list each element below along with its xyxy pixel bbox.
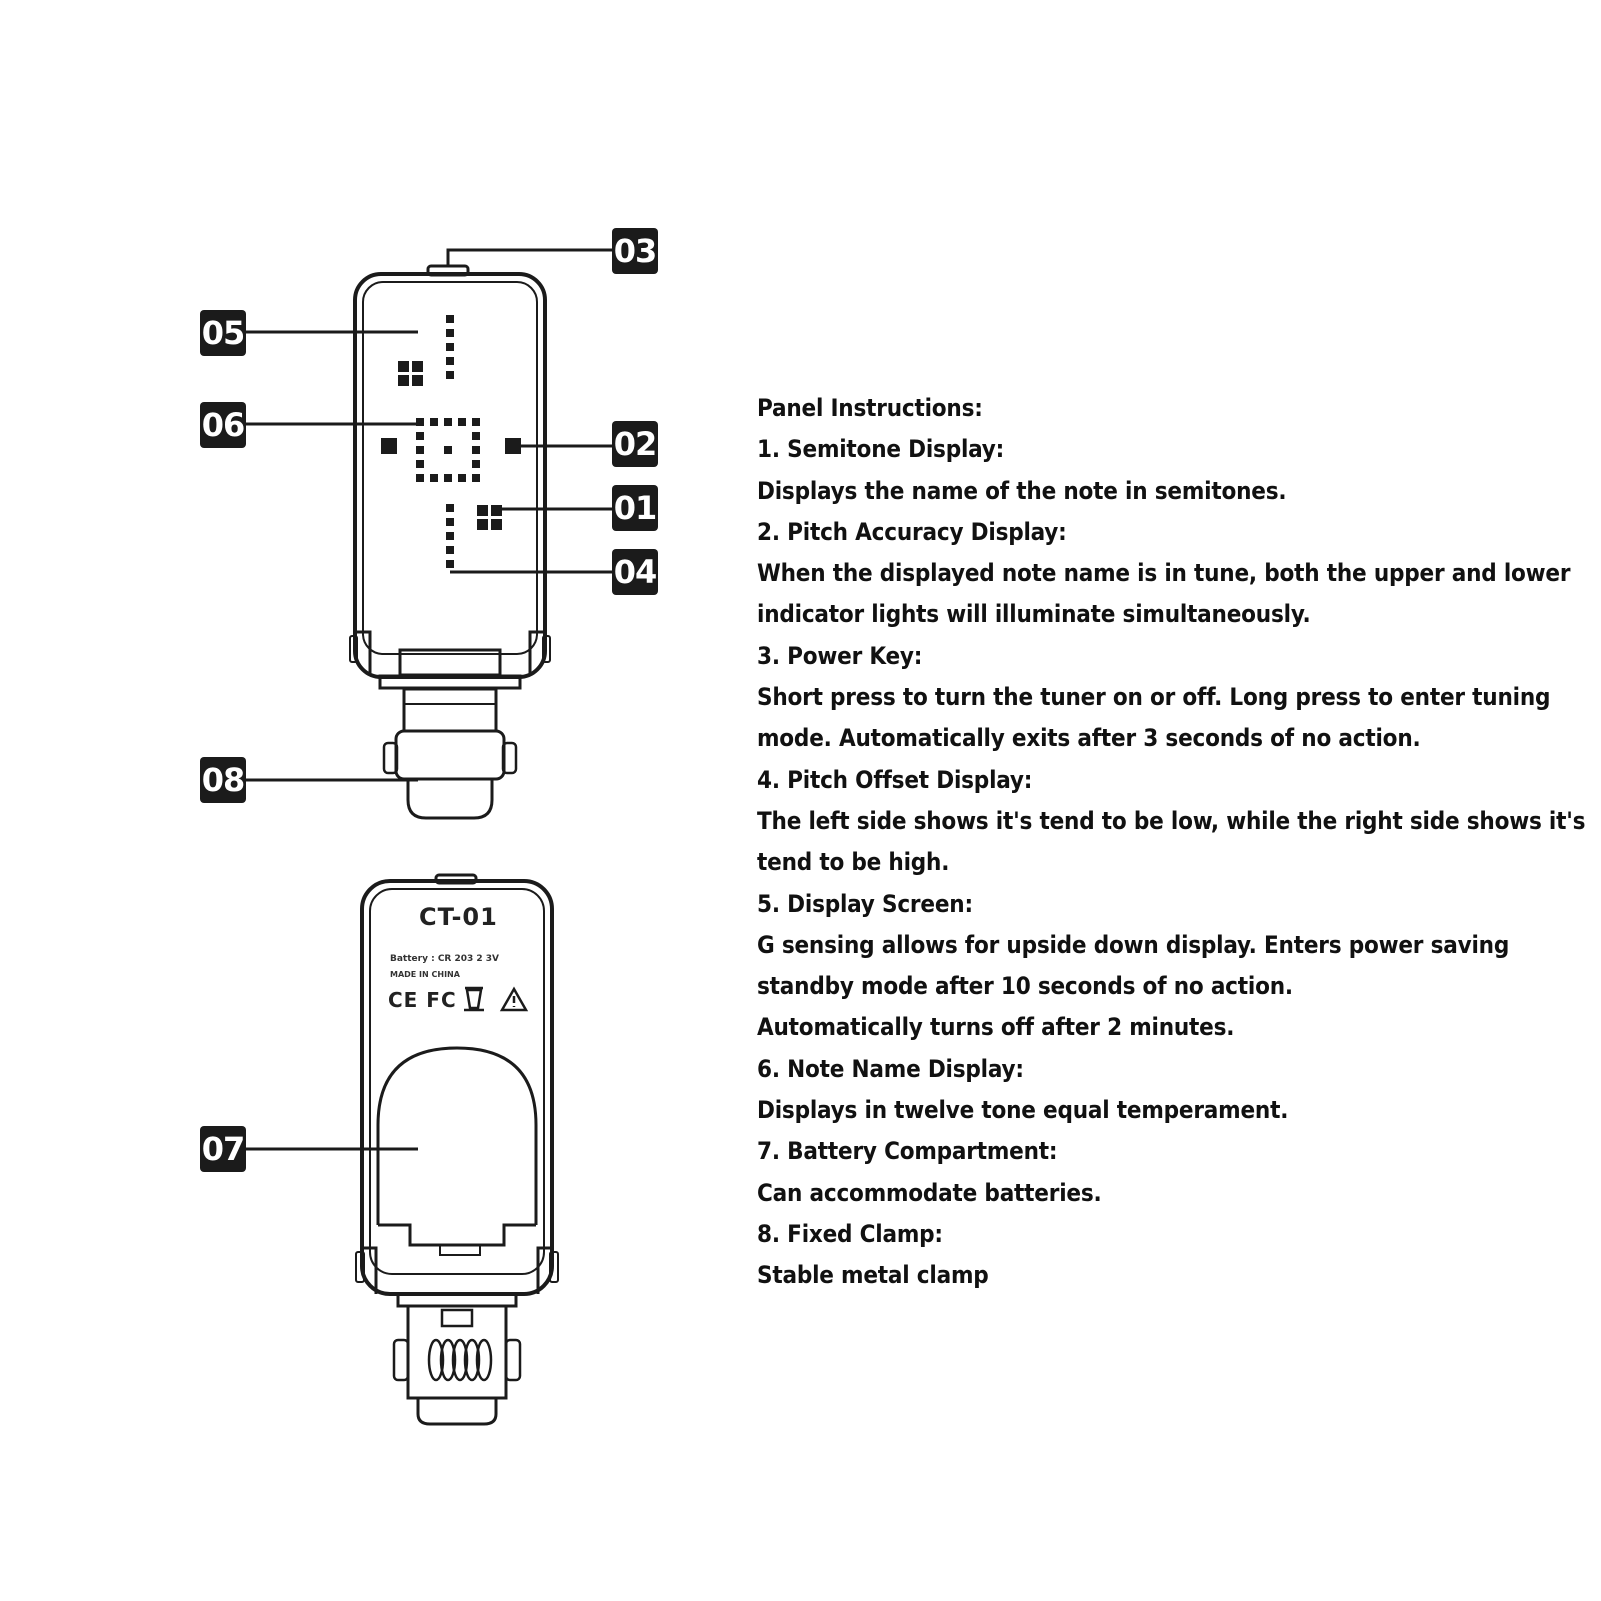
cert-marks-label: CE FC (388, 988, 457, 1012)
item-7-heading: 7. Battery Compartment: (757, 1137, 1058, 1166)
item-2-heading: 2. Pitch Accuracy Display: (757, 517, 1067, 546)
fixed-clamp-back (392, 1292, 522, 1426)
semitone-lower-leds (477, 505, 502, 530)
item-1-heading: 1. Semitone Display: (757, 435, 1005, 464)
pitch-offset-leds (446, 504, 454, 568)
item-3-text: mode. Automatically exits after 3 second… (757, 724, 1421, 753)
item-3-heading: 3. Power Key: (757, 641, 923, 670)
callout-04: 04 (612, 549, 658, 595)
item-4-text: tend to be high. (757, 848, 950, 877)
callout-03: 03 (612, 228, 658, 274)
battery-spec-label: Battery : CR 203 2 3V (390, 954, 500, 964)
item-5-text: standby mode after 10 seconds of no acti… (757, 972, 1293, 1001)
item-5-text: Automatically turns off after 2 minutes. (757, 1013, 1235, 1042)
item-5-heading: 5. Display Screen: (757, 889, 973, 918)
pitch-accuracy-upper-leds (446, 315, 454, 379)
item-8-text: Stable metal clamp (757, 1261, 989, 1290)
callout-07: 07 (200, 1126, 246, 1172)
item-5-text: G sensing allows for upside down display… (757, 930, 1510, 959)
model-label: CT-01 (419, 903, 498, 931)
item-4-text: The left side shows it's tend to be low,… (757, 806, 1586, 835)
callout-02: 02 (612, 421, 658, 467)
item-2-text: indicator lights will illuminate simulta… (757, 600, 1311, 629)
leader-03 (446, 248, 612, 266)
callout-01: 01 (612, 485, 658, 531)
pitch-low-led (381, 438, 397, 454)
back-view (355, 873, 559, 1296)
battery-compartment (376, 1046, 538, 1225)
back-body-outer (360, 879, 554, 1296)
fixed-clamp-front (382, 687, 518, 820)
note-name-leds (416, 418, 480, 482)
instructions-title: Panel Instructions: (757, 394, 983, 422)
callout-06: 06 (200, 402, 246, 448)
recycle-bin-icon (464, 986, 484, 1012)
warning-icon (499, 986, 529, 1012)
item-4-heading: 4. Pitch Offset Display: (757, 765, 1033, 794)
led-matrix (381, 315, 521, 568)
semitone-upper-leds (398, 361, 423, 386)
item-6-heading: 6. Note Name Display: (757, 1054, 1024, 1083)
callout-08: 08 (200, 757, 246, 803)
origin-label: MADE IN CHINA (390, 970, 460, 979)
item-2-text: When the displayed note name is in tune,… (757, 559, 1571, 588)
item-6-text: Displays in twelve tone equal temperamen… (757, 1096, 1289, 1125)
display-screen (362, 281, 538, 655)
leader-lines (246, 248, 612, 1151)
item-1-text: Displays the name of the note in semiton… (757, 476, 1287, 505)
callout-05: 05 (200, 310, 246, 356)
panel-instructions: Panel Instructions: 1. Semitone Display:… (757, 388, 1586, 1297)
item-8-heading: 8. Fixed Clamp: (757, 1219, 943, 1248)
clamp-spring (427, 1338, 493, 1382)
front-hinge-housing (355, 630, 545, 676)
certification-icons (464, 986, 529, 1012)
item-3-text: Short press to turn the tuner on or off.… (757, 683, 1551, 712)
item-7-text: Can accommodate batteries. (757, 1178, 1102, 1207)
